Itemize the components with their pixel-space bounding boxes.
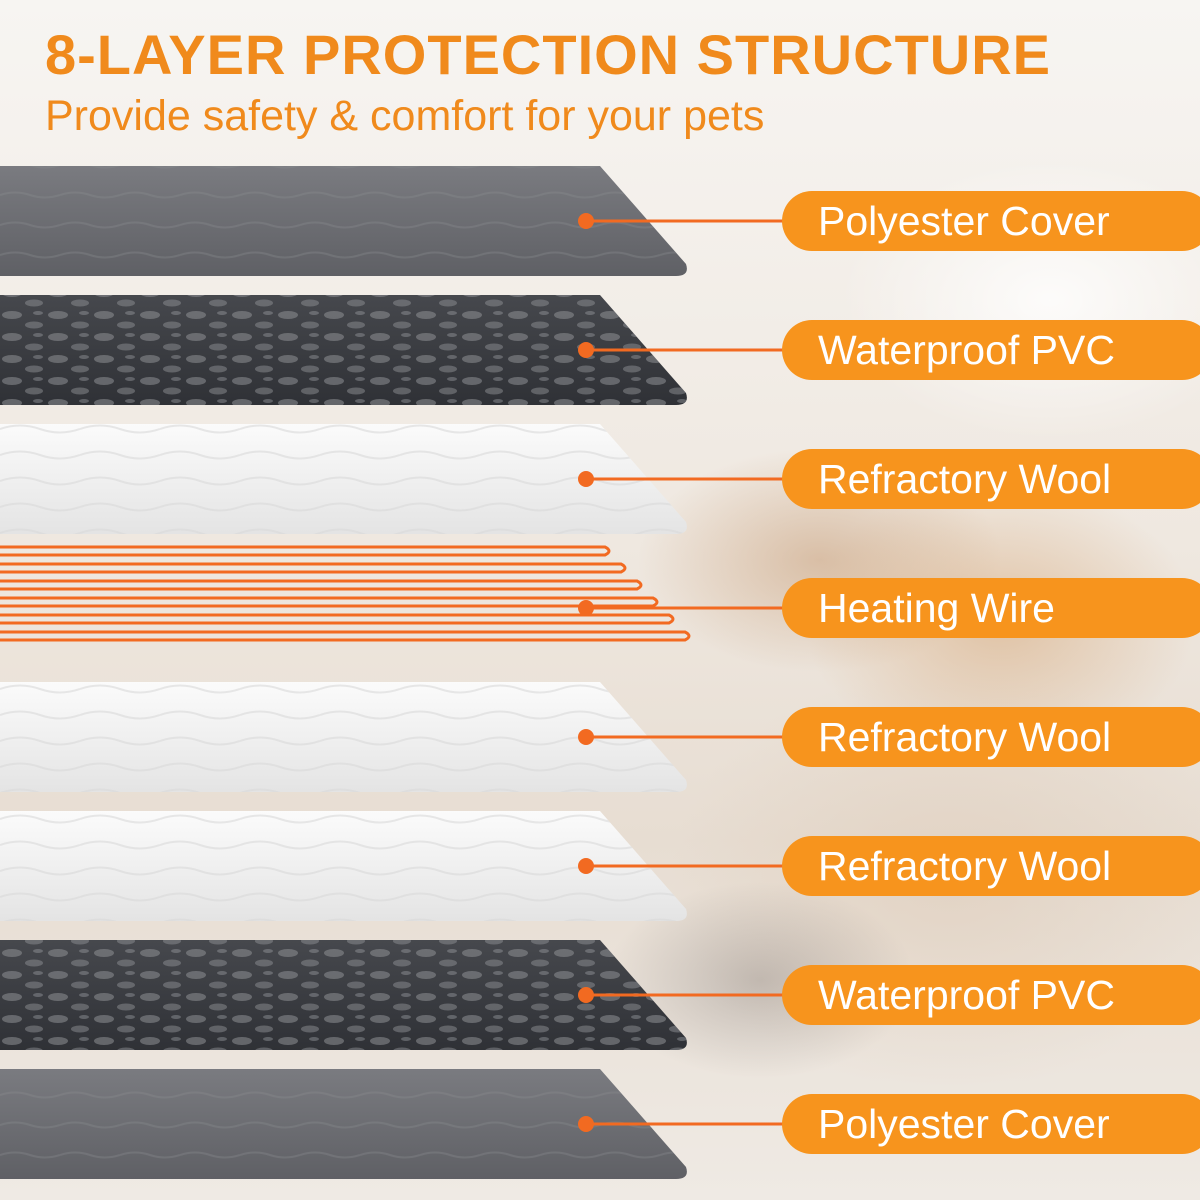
layer-label: Polyester Cover [782,1094,1200,1154]
layer-texture [0,424,687,534]
page-subtitle: Provide safety & comfort for your pets [45,92,765,140]
connector-dot [578,342,594,358]
connector-dot [578,729,594,745]
layer-label: Polyester Cover [782,191,1200,251]
layer-label: Refractory Wool [782,707,1200,767]
connector-dot [578,987,594,1003]
connector-dot [578,858,594,874]
layer-texture [0,166,687,276]
layer-texture [0,811,687,921]
layer-label: Refractory Wool [782,836,1200,896]
heating-wire-coil [0,545,691,642]
layer-label: Refractory Wool [782,449,1200,509]
layer-texture [0,295,687,405]
layer-label: Heating Wire [782,578,1200,638]
page-title: 8-LAYER PROTECTION STRUCTURE [45,23,1052,86]
connector-dot [578,471,594,487]
layer-texture [0,682,687,792]
connector-dot [578,213,594,229]
layer-label: Waterproof PVC [782,965,1200,1025]
layer-texture [0,1069,687,1179]
connector-dot [578,1116,594,1132]
connector-dot [578,600,594,616]
layer-label: Waterproof PVC [782,320,1200,380]
layer-texture [0,940,687,1050]
